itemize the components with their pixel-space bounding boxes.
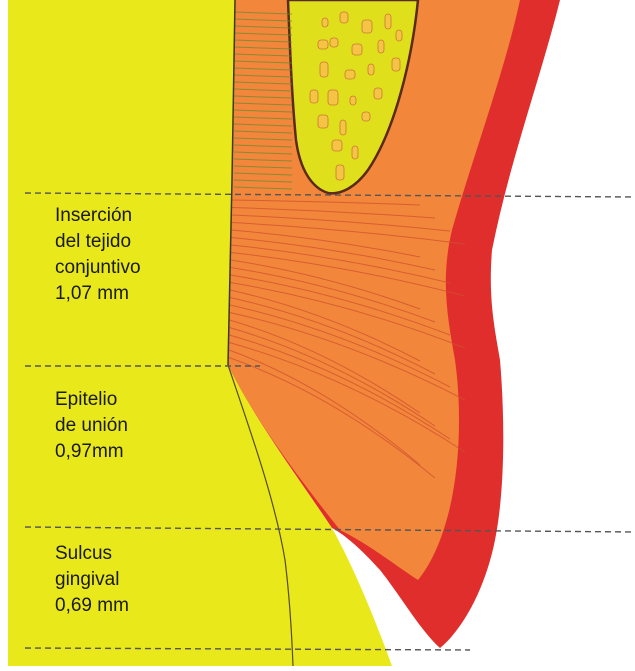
trabecula (396, 30, 402, 41)
junctional-epithelium-label: Epitelio de unión 0,97mm (55, 387, 128, 465)
label-line: Inserción (55, 203, 141, 229)
trabecula (340, 12, 348, 23)
label-line: gingival (55, 567, 129, 593)
trabecula (318, 115, 328, 128)
trabecula (378, 40, 384, 53)
label-measurement: 1,07 mm (55, 281, 141, 307)
trabecula (352, 44, 362, 55)
label-measurement: 0,69 mm (55, 593, 129, 619)
trabecula (336, 165, 344, 180)
label-measurement: 0,97mm (55, 439, 128, 465)
trabecula (352, 146, 358, 159)
trabecula (374, 88, 382, 99)
gingival-sulcus-label: Sulcus gingival 0,69 mm (55, 541, 129, 619)
trabecula (328, 90, 338, 105)
trabecula (310, 90, 318, 103)
trabecula (320, 62, 328, 77)
trabecula (385, 14, 391, 29)
trabecula (392, 58, 400, 71)
trabecula (340, 120, 346, 135)
trabecula (368, 64, 374, 75)
trabecula (322, 18, 328, 27)
trabecula (332, 140, 342, 151)
label-line: de unión (55, 413, 128, 439)
label-line: Epitelio (55, 387, 128, 413)
trabecula (362, 112, 370, 121)
label-line: del tejido (55, 229, 141, 255)
label-line: Sulcus (55, 541, 129, 567)
trabecula (345, 70, 355, 79)
label-line: conjuntivo (55, 255, 141, 281)
trabecula (362, 20, 372, 33)
trabecula (330, 38, 338, 47)
connective-tissue-label: Inserción del tejido conjuntivo 1,07 mm (55, 203, 141, 307)
trabecula (318, 40, 328, 49)
trabecula (350, 96, 356, 105)
